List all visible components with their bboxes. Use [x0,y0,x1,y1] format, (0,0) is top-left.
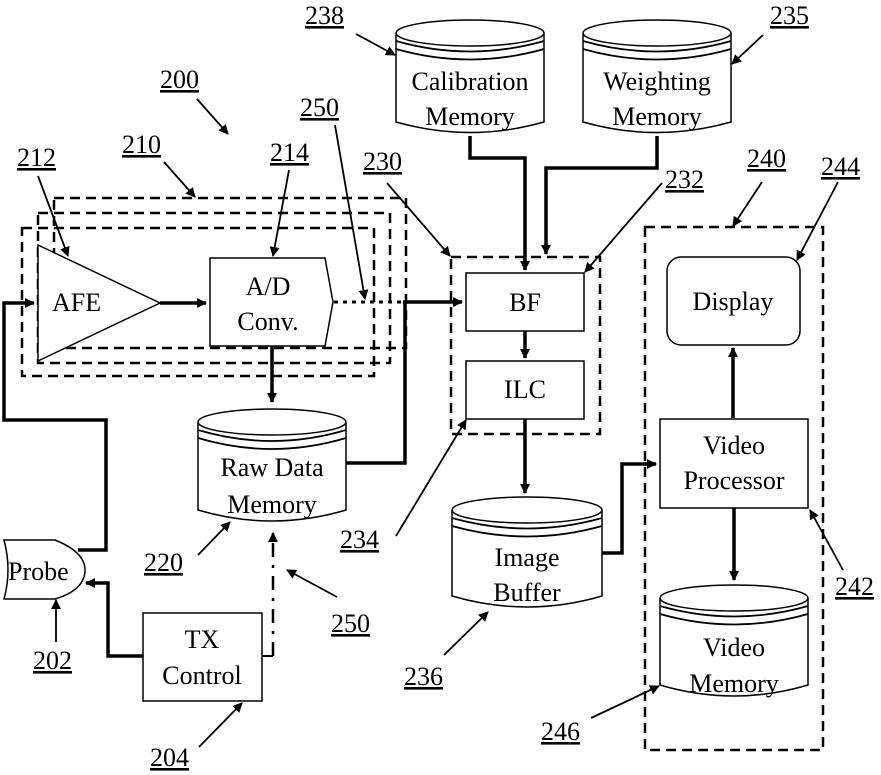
ref-242-leader [810,510,843,570]
tx-control-label-line1: TX [185,625,220,654]
ref-235-leader [732,35,763,64]
video-memory-cylinder: Video Memory [660,585,808,698]
ref-204-leader [199,703,242,747]
image-buffer-label-line2: Buffer [493,578,561,607]
video-processor-label-line2: Processor [683,466,784,495]
bf-block: BF [466,273,584,331]
calibration-to-bf-arrow [470,136,525,270]
ref-240: 240 [747,144,786,173]
tx-to-probe-arrow [86,583,143,656]
video-memory-label-line1: Video [703,633,765,662]
ref-246: 246 [541,717,580,746]
display-block: Display [667,257,800,345]
adc-label-line1: A/D [246,272,291,301]
ilc-label: ILC [504,375,546,404]
ref-250-bottom: 250 [331,609,370,638]
ref-250-bottom-leader [287,570,337,597]
image-buffer-label-line1: Image [495,543,560,572]
ref-244: 244 [821,152,860,181]
probe-block: Probe [4,540,85,599]
ref-236: 236 [404,662,443,691]
afe-block: AFE [38,245,160,361]
tx-control-label-line2: Control [162,661,241,690]
ref-238: 238 [305,1,344,30]
ref-238-leader [356,34,395,55]
raw-data-memory-cylinder: Raw Data Memory [198,409,346,521]
weighting-memory-cylinder: Weighting Memory [583,20,731,133]
afe-label: AFE [52,288,101,317]
adc-block: A/D Conv. [210,258,333,346]
weighting-to-bf-arrow [546,136,657,254]
ref-250-top: 250 [300,93,339,122]
ref-220-leader [198,522,230,555]
ref-246-leader [591,686,659,718]
ref-230: 230 [363,147,402,176]
ilc-block: ILC [466,361,584,419]
adc-label-line2: Conv. [237,307,298,336]
video-processor-block: Video Processor [660,419,808,508]
ref-240-leader [733,182,762,226]
calibration-memory-label-line1: Calibration [412,67,529,96]
probe-label: Probe [8,557,69,586]
display-label: Display [693,287,774,316]
ref-235: 235 [770,1,809,30]
ref-200: 200 [160,65,199,94]
tx-control-block: TX Control [143,613,262,701]
ref-234: 234 [340,525,379,554]
ref-220: 220 [144,548,183,577]
video-memory-label-line2: Memory [689,669,779,698]
video-processor-label-line1: Video [703,431,765,460]
weighting-memory-label-line2: Memory [612,102,702,131]
ref-202: 202 [33,646,72,675]
calibration-memory-cylinder: Calibration Memory [396,20,544,133]
ref-214: 214 [270,138,309,167]
ref-232: 232 [665,165,704,194]
ref-242: 242 [835,572,874,601]
ref-230-leader [387,183,450,256]
ref-212-leader [38,176,68,256]
ref-204: 204 [150,743,189,772]
ref-212: 212 [17,143,56,172]
ref-210-leader [164,162,195,197]
raw-data-memory-label-line2: Memory [227,490,317,519]
ref-200-leader [197,99,228,134]
ref-210: 210 [122,130,161,159]
image-buffer-cylinder: Image Buffer [452,497,602,607]
weighting-memory-label-line1: Weighting [603,67,711,96]
calibration-memory-label-line2: Memory [425,102,515,131]
image-buffer-to-video-processor-arrow [602,464,656,553]
ref-244-leader [797,182,838,260]
raw-data-memory-label-line1: Raw Data [220,453,324,482]
bf-label: BF [509,288,541,317]
ref-236-leader [444,612,488,655]
